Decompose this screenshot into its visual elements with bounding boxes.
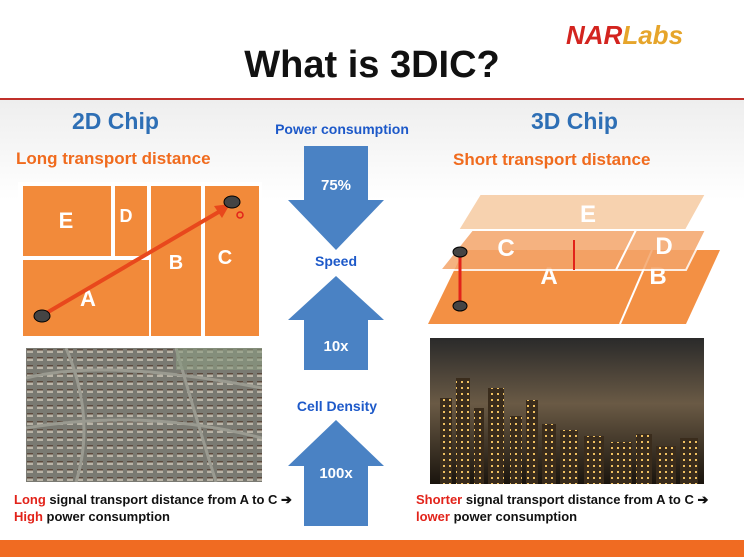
value-power: 75% (320, 177, 352, 194)
right-caption: Shorter signal transport distance from A… (416, 492, 709, 524)
chip-3d-diagram: A B C D E (428, 193, 720, 325)
node-bottom (452, 300, 468, 312)
block-a (21, 258, 151, 338)
block-label-d: D (120, 206, 133, 226)
layer-label-e: E (580, 201, 596, 228)
suburb-photo (26, 348, 262, 482)
label-power-consumption: Power consumption (275, 121, 409, 137)
start-node (33, 309, 51, 323)
right-heading: 3D Chip (531, 108, 618, 134)
footer-bar (0, 540, 744, 557)
end-marker (236, 211, 244, 219)
title-divider (0, 98, 744, 100)
left-subheading: Long transport distance (16, 149, 211, 168)
arrowhead (214, 204, 230, 218)
right-arrow-icon: ➔ (281, 492, 292, 507)
slide-title: What is 3DIC? (244, 44, 500, 86)
block-label-e: E (59, 208, 74, 233)
end-node (223, 195, 241, 209)
block-d (113, 184, 149, 258)
right-arrow-icon: ➔ (697, 492, 709, 507)
block-label-b: B (169, 252, 183, 274)
top-layer (456, 193, 708, 231)
layer-label-c: C (497, 235, 514, 262)
label-cell-density: Cell Density (296, 398, 378, 414)
block-b (149, 184, 203, 338)
right-subheading: Short transport distance (453, 150, 651, 169)
label-speed: Speed (314, 253, 357, 269)
city-photo (430, 338, 704, 484)
node-top (452, 246, 468, 258)
block-e (21, 184, 113, 258)
left-caption: Long signal transport distance from A to… (14, 492, 292, 524)
value-speed: 10x (323, 338, 349, 355)
chip-2d-diagram: E D B C A (18, 182, 262, 340)
signal-path-arrow (41, 208, 224, 317)
narlabs-logo: NARLabs (566, 20, 684, 50)
left-heading: 2D Chip (72, 108, 159, 134)
layer-label-d: D (655, 233, 672, 260)
arrow-down-power (288, 146, 384, 250)
block-label-c: C (218, 247, 232, 269)
block-c (203, 184, 261, 338)
arrow-up-density (288, 420, 384, 526)
value-density: 100x (319, 465, 353, 482)
arrow-up-speed (288, 276, 384, 370)
